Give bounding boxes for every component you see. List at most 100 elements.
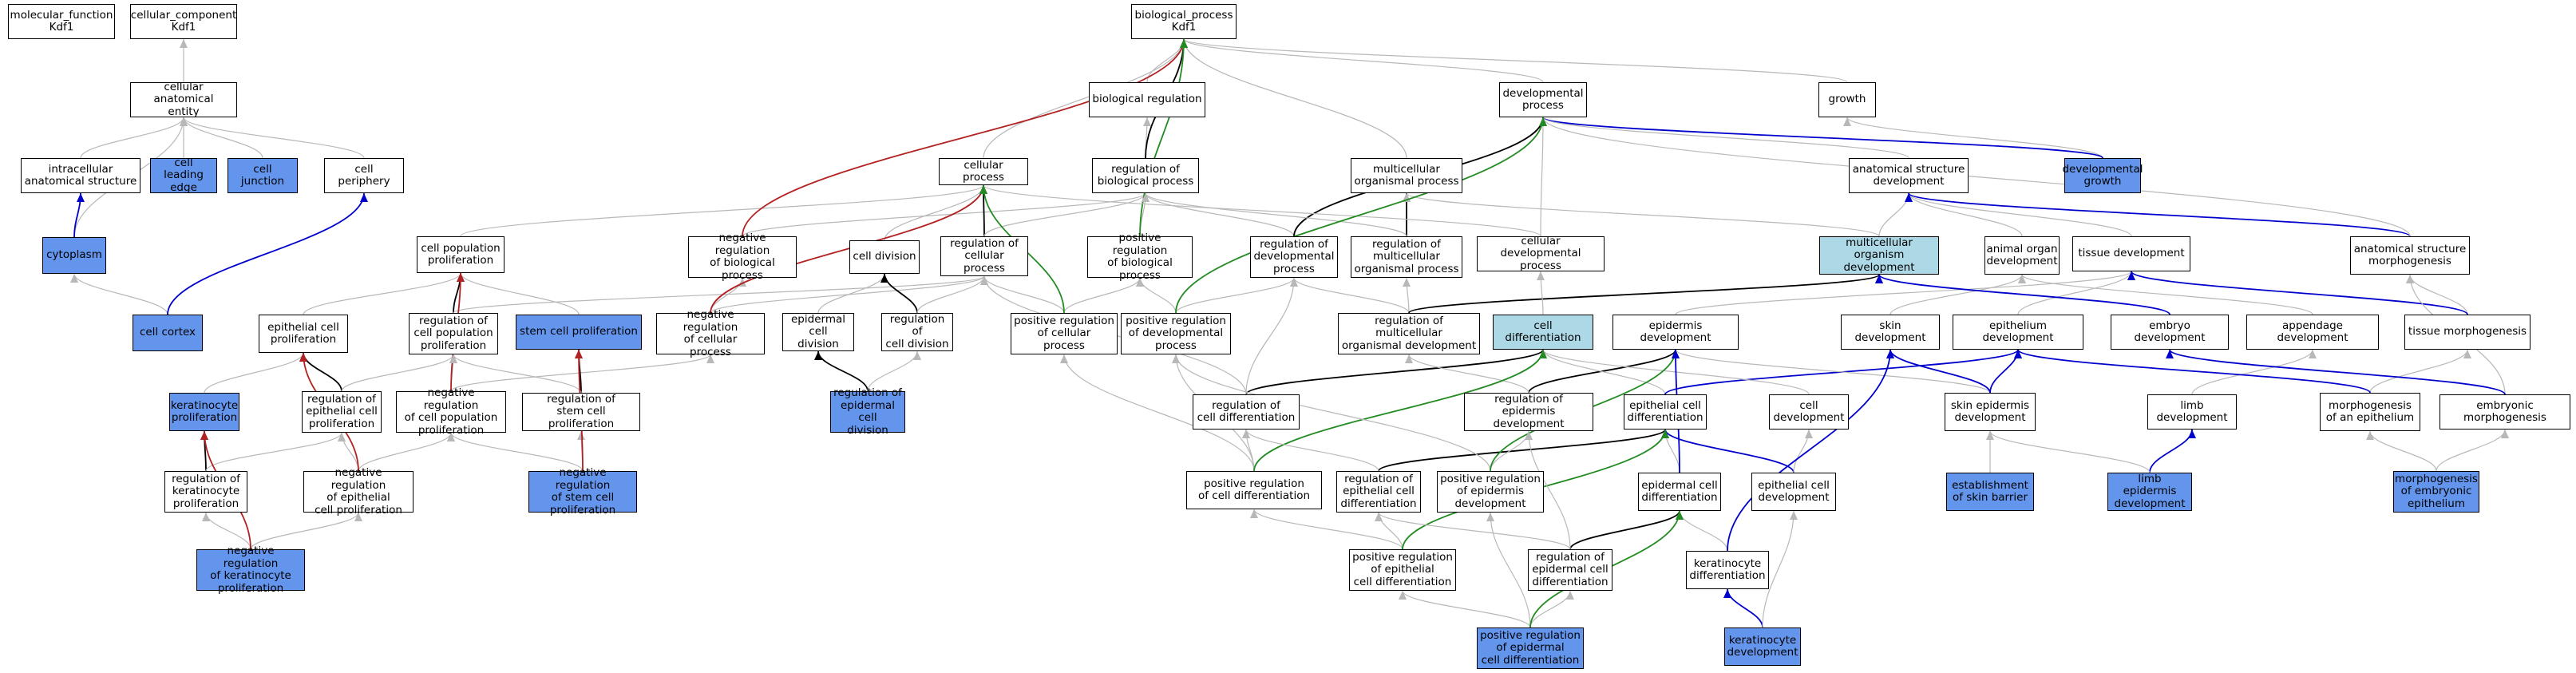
edge-arrowhead bbox=[354, 513, 362, 521]
node-epidermal-cell-differentiation[interactable]: epidermal cell differentiation bbox=[1638, 473, 1721, 511]
node-positive-regulation-of-epidermal-cell-differentiation[interactable]: positive regulation of epidermal cell di… bbox=[1477, 627, 1584, 669]
node-cell-differentiation[interactable]: cell differentiation bbox=[1493, 315, 1593, 350]
node-positive-regulation-of-cellular-process[interactable]: positive regulation of cellular process bbox=[1011, 313, 1118, 354]
node-regulation-of-cell-division[interactable]: regulation of cell division bbox=[881, 313, 953, 351]
node-tissue-development[interactable]: tissue development bbox=[2072, 236, 2190, 271]
node-limb-epidermis-development[interactable]: limb epidermis development bbox=[2107, 473, 2192, 511]
node-positive-regulation-of-epithelial-cell-differentiation[interactable]: positive regulation of epithelial cell d… bbox=[1349, 549, 1456, 591]
node-skin-epidermis-development[interactable]: skin epidermis development bbox=[1945, 393, 2036, 431]
node-stem-cell-proliferation[interactable]: stem cell proliferation bbox=[516, 315, 642, 350]
edge-is-a bbox=[453, 275, 985, 314]
node-limb-development[interactable]: limb development bbox=[2147, 394, 2237, 430]
node-positive-regulation-of-epidermis-development[interactable]: positive regulation of epidermis develop… bbox=[1437, 471, 1544, 513]
edge-is-a bbox=[1528, 430, 1571, 550]
node-cell-development[interactable]: cell development bbox=[1769, 394, 1849, 430]
node-regulation-of-epidermal-cell-differentiation[interactable]: regulation of epidermal cell differentia… bbox=[1528, 549, 1612, 591]
node-establishment-of-skin-barrier[interactable]: establishment of skin barrier bbox=[1946, 473, 2034, 511]
node-epithelium-development[interactable]: epithelium development bbox=[1953, 315, 2083, 350]
node-positive-regulation-of-developmental-process[interactable]: positive regulation of developmental pro… bbox=[1121, 313, 1231, 354]
node-negative-regulation-of-cell-population-proliferation[interactable]: negative regulation of cell population p… bbox=[396, 386, 506, 436]
node-positive-regulation-of-cell-differentiation[interactable]: positive regulation of cell differentiat… bbox=[1186, 471, 1322, 509]
node-negative-regulation-of-stem-cell-proliferation[interactable]: negative regulation of stem cell prolife… bbox=[528, 466, 637, 516]
edge-is-a bbox=[2436, 429, 2506, 472]
node-regulation-of-cell-population-proliferation[interactable]: regulation of cell population proliferat… bbox=[409, 313, 498, 354]
node-morphogenesis-of-embryonic-epithelium[interactable]: morphogenesis of embryonic epithelium bbox=[2393, 471, 2479, 513]
node-cell-junction[interactable]: cell junction bbox=[228, 158, 298, 193]
edge-is-a bbox=[2021, 274, 2313, 315]
node-regulation-of-keratinocyte-proliferation[interactable]: regulation of keratinocyte proliferation bbox=[164, 471, 247, 513]
node-appendage-development[interactable]: appendage development bbox=[2246, 315, 2379, 350]
node-regulation-of-epidermis-development[interactable]: regulation of epidermis development bbox=[1464, 393, 1593, 431]
node-regulation-of-multicellular-organismal-development[interactable]: regulation of multicellular organismal d… bbox=[1338, 313, 1480, 354]
node-regulation-of-epithelial-cell-differentiation[interactable]: regulation of epithelial cell differenti… bbox=[1336, 471, 1421, 513]
edge-is-a bbox=[1146, 38, 1185, 83]
node-tissue-morphogenesis[interactable]: tissue morphogenesis bbox=[2404, 315, 2530, 350]
node-cell-leading-edge[interactable]: cell leading edge bbox=[150, 156, 217, 194]
node-epithelial-cell-development[interactable]: epithelial cell development bbox=[1751, 473, 1836, 511]
node-cellular-component[interactable]: cellular_component Kdf1 bbox=[130, 4, 237, 39]
node-anatomical-structure-development[interactable]: anatomical structure development bbox=[1849, 158, 1969, 193]
node-keratinocyte-differentiation[interactable]: keratinocyte differentiation bbox=[1686, 551, 1769, 589]
node-regulation-of-epithelial-cell-proliferation[interactable]: regulation of epithelial cell proliferat… bbox=[302, 391, 382, 433]
node-epidermal-cell-division[interactable]: epidermal cell division bbox=[782, 313, 854, 351]
edge-is-a bbox=[1490, 512, 1531, 628]
node-multicellular-organismal-process[interactable]: multicellular organismal process bbox=[1351, 158, 1462, 193]
edge-arrowhead bbox=[1672, 350, 1680, 358]
node-keratinocyte-proliferation[interactable]: keratinocyte proliferation bbox=[169, 393, 239, 431]
node-regulation-of-stem-cell-proliferation[interactable]: regulation of stem cell proliferation bbox=[522, 393, 640, 431]
edge-regulates bbox=[1908, 192, 2411, 237]
node-morphogenesis-of-an-epithelium[interactable]: morphogenesis of an epithelium bbox=[2320, 393, 2420, 431]
edge-arrowhead bbox=[2018, 275, 2026, 283]
node-regulation-of-cell-differentiation[interactable]: regulation of cell differentiation bbox=[1193, 394, 1300, 430]
node-cytoplasm[interactable]: cytoplasm bbox=[42, 237, 106, 274]
node-cellular-developmental-process[interactable]: cellular developmental process bbox=[1477, 235, 1605, 272]
node-biological-process[interactable]: biological_process Kdf1 bbox=[1131, 4, 1237, 39]
edge-is-a bbox=[1406, 192, 1880, 237]
node-negative-regulation-of-cellular-process[interactable]: negative regulation of cellular process bbox=[656, 308, 765, 358]
edge-is-a bbox=[1542, 349, 1666, 395]
edge-is-a bbox=[1402, 590, 1531, 628]
edge-is-a bbox=[2017, 271, 2132, 315]
node-negative-regulation-of-biological-process[interactable]: negative regulation of biological proces… bbox=[688, 232, 797, 281]
node-epithelial-cell-proliferation[interactable]: epithelial cell proliferation bbox=[259, 315, 348, 353]
node-developmental-growth[interactable]: developmental growth bbox=[2062, 158, 2143, 193]
node-regulation-of-epidermal-cell-division[interactable]: regulation of epidermal cell division bbox=[830, 386, 905, 436]
node-molecular-function[interactable]: molecular_function Kdf1 bbox=[8, 4, 115, 39]
node-cellular-anatomical-entity[interactable]: cellular anatomical entity bbox=[130, 81, 237, 118]
node-cellular-process[interactable]: cellular process bbox=[939, 158, 1028, 185]
edge-is-a bbox=[1175, 277, 1295, 314]
node-cell-population-proliferation[interactable]: cell population proliferation bbox=[417, 236, 505, 273]
edge-is-a bbox=[1183, 38, 1544, 83]
node-embryonic-morphogenesis[interactable]: embryonic morphogenesis bbox=[2439, 394, 2570, 430]
edge-arrowhead bbox=[77, 193, 85, 202]
node-regulation-of-cellular-process[interactable]: regulation of cellular process bbox=[940, 236, 1028, 276]
node-positive-regulation-of-biological-process[interactable]: positive regulation of biological proces… bbox=[1087, 232, 1193, 281]
node-intracellular-anatomical-structure[interactable]: intracellular anatomical structure bbox=[21, 158, 140, 193]
node-developmental-process[interactable]: developmental process bbox=[1499, 82, 1587, 117]
node-negative-regulation-of-keratinocyte-proliferation[interactable]: negative regulation of keratinocyte prol… bbox=[196, 544, 305, 594]
node-cell-cortex[interactable]: cell cortex bbox=[133, 315, 203, 351]
edge-is-a bbox=[205, 432, 342, 472]
edge-arrowhead bbox=[1290, 278, 1298, 287]
edge-positively-regulates bbox=[1139, 38, 1185, 237]
edge-is-a bbox=[1253, 509, 1403, 550]
node-regulation-of-biological-process[interactable]: regulation of biological process bbox=[1092, 158, 1199, 193]
node-epithelial-cell-differentiation[interactable]: epithelial cell differentiation bbox=[1624, 394, 1707, 430]
node-biological-regulation[interactable]: biological regulation bbox=[1089, 82, 1205, 117]
node-growth[interactable]: growth bbox=[1818, 82, 1876, 117]
node-negative-regulation-of-epithelial-cell-proliferation[interactable]: negative regulation of epithelial cell p… bbox=[303, 466, 414, 516]
node-keratinocyte-development[interactable]: keratinocyte development bbox=[1724, 627, 1801, 666]
node-regulation-of-developmental-process[interactable]: regulation of developmental process bbox=[1250, 236, 1338, 278]
node-cell-division[interactable]: cell division bbox=[849, 240, 920, 274]
node-skin-development[interactable]: skin development bbox=[1841, 315, 1940, 350]
edge-is-a bbox=[916, 275, 985, 314]
node-multicellular-organism-development[interactable]: multicellular organism development bbox=[1819, 236, 1939, 275]
node-epidermis-development[interactable]: epidermis development bbox=[1612, 315, 1739, 350]
node-animal-organ-development[interactable]: animal organ development bbox=[1984, 236, 2060, 275]
node-cell-periphery[interactable]: cell periphery bbox=[324, 158, 404, 193]
node-embryo-development[interactable]: embryo development bbox=[2111, 315, 2229, 350]
node-anatomical-structure-morphogenesis[interactable]: anatomical structure morphogenesis bbox=[2350, 236, 2470, 275]
node-regulation-of-multicellular-organismal-process[interactable]: regulation of multicellular organismal p… bbox=[1351, 236, 1462, 278]
edge-is-a bbox=[1762, 510, 1794, 628]
edge-arrowhead bbox=[1399, 591, 1407, 600]
